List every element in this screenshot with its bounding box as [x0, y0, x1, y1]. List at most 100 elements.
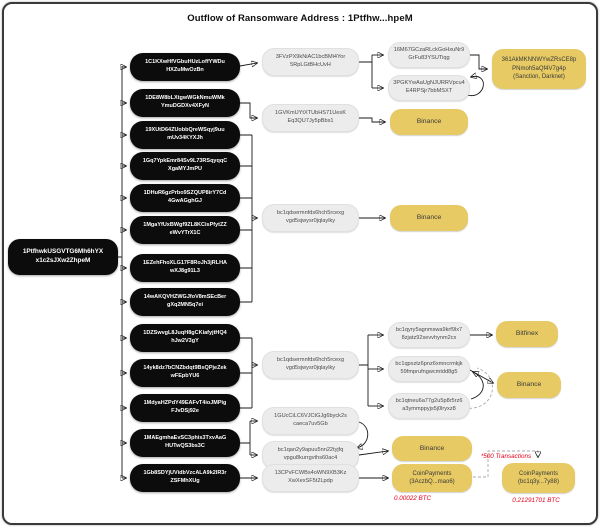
node-line: a3ymmppyjs5j0lryxz8 [402, 406, 456, 412]
node-line: 1C1KXwHfVGbuHUzLoffYWDu [145, 59, 225, 66]
node-line: PNmoh5aQf4V7g4p [512, 65, 566, 72]
edge-addr12-bracket [240, 421, 251, 455]
node-line: bc1qdsermnfds6hch5rcexg [276, 357, 345, 364]
node-line: bc1qtneu6a77g2u5p8r5rz6 [395, 398, 463, 405]
node-line: 1DE8W8bLXtgwWGkNmuWMk [145, 95, 225, 102]
node-line: 14wAKQVHZWGJfoV8mSEcBer [143, 294, 227, 301]
node-line: 1Gb8SDYjUVidbVzcALA9k2lR3r [143, 470, 227, 477]
node-line: ZSFMhXUg [170, 478, 200, 484]
node-line: caeca7uv5Gb [293, 421, 328, 427]
edge-root-trunk [116, 66, 123, 478]
node-line: 14yk8dz7bCNZbdqt9BsQPjeZek [143, 365, 227, 372]
node-dest-bitfinex[interactable]: Bitfinex [496, 321, 558, 347]
node-line: Binance [419, 444, 445, 452]
node-line: eWvYTrX1C [169, 230, 201, 236]
edge-3pgky-16m67-curve [466, 76, 484, 96]
node-dest-coinpayments-2[interactable]: CoinPayments (bc1q3y...7y88) [502, 463, 575, 493]
node-line: FJvDSj92e [171, 408, 199, 414]
edge-bus-b [240, 337, 253, 409]
node-line: x1c2sJXw2ZhpeM [35, 257, 91, 264]
node-line: 1GVKmUYtXTUbHS71UesK [275, 110, 346, 117]
node-line: (3AczbQ...mao6) [409, 479, 455, 485]
node-line: CoinPayments [412, 470, 452, 477]
edge-addr2-1gvkm [240, 102, 257, 118]
node-line: 3PGKYwAaUgNJURRVpcu4 [393, 80, 465, 87]
edge-addr1-3fvzp [239, 63, 257, 66]
node-line: 1EZehFhoXLG17F8RoJh3jRLHA [142, 260, 228, 267]
node-line: (Sanction, Darknet) [513, 74, 565, 81]
edge-qan2y-binance4 [358, 451, 388, 456]
node-line: GrFu83YSUTiqg [408, 55, 450, 61]
node-line: 59fmprufngwcmtdd8g5 [400, 369, 458, 375]
label-btc-amount-1: 0.00022 BTC [393, 495, 432, 502]
node-line: 1MgaYfUxBWgf9ZL8KCisPfytZZ [143, 222, 227, 229]
node-dest-binance-3[interactable]: Binance [497, 372, 561, 398]
node-line: 8zjatz92sevvhynm2cx [401, 335, 457, 341]
label-tx-count: *500 Transactions [480, 453, 532, 460]
node-line: 361AkMKNNWYwZRsCE8p [501, 57, 577, 64]
node-line: YmuDGDXv4XFyN [161, 103, 209, 109]
node-line: XwXexSF5t2Lpdp [288, 478, 333, 484]
node-line: E4RPSjr7bbMSXT [405, 88, 453, 94]
node-line: Binance [516, 381, 542, 389]
node-dest-coinpayments-1[interactable]: CoinPayments (3AczbQ...mao6) [392, 464, 472, 492]
node-line: hJw2V3gY [171, 338, 199, 344]
edge-bus-a [240, 134, 253, 303]
node-line: 13CPvFCWBs4oWN9XB3Kz [274, 470, 347, 477]
node-dest-binance-2[interactable]: Binance [390, 205, 468, 231]
node-line: 1Gq7YpkEmr84Sv9L73RSqyqqC [142, 158, 228, 165]
node-line: 1MAEgmhaEvSC3phis3TxvAaG [143, 435, 227, 442]
node-line: 4GwAGghGJ [168, 198, 202, 204]
node-line: vgd5sjwysr0jqlaylky [285, 218, 336, 224]
node-line: (bc1q3y...7y88) [518, 479, 559, 485]
node-line: 3FVzPX9kNiAC1bcBMi4Yor [275, 54, 346, 61]
node-line: 19XUtD64ZUobbQreWSqyj9uu [145, 127, 225, 134]
node-line: Binance [416, 214, 442, 222]
node-line: 1DHuR6gzPrbo9SZQUP8irY7Cd [143, 190, 227, 197]
edge-3fvzp-fan [359, 55, 373, 88]
node-dest-binance-1[interactable]: Binance [390, 109, 468, 135]
node-dest-binance-4[interactable]: Binance [392, 436, 472, 461]
label-btc-amount-2: 0.21291701 BTC [512, 497, 560, 504]
node-line: bc1qdsermnfds6hch5rcexg [276, 210, 345, 217]
node-line: XgaMYJmPU [168, 166, 202, 172]
node-line: 1DZSwvgL8JuqH8gCKiafyjtHQ4 [143, 330, 227, 337]
node-line: 1PtfhwkUSGVTG6Mh6hYX [22, 248, 104, 256]
edge-qdserm2-fan [359, 335, 369, 406]
node-line: vpgu8kurrgvths60ac4 [283, 455, 338, 461]
edge-qtneu-qpxztz-curve [470, 372, 484, 400]
node-line: bc1qan2y9apuu5nn22tyjfq [277, 447, 344, 454]
node-line: CoinPayments [518, 470, 559, 477]
edge-1gucc-qan2y-curve [357, 421, 369, 448]
node-line: wFEpbYU6 [170, 373, 200, 379]
edge-coinpayments1-coinpayments2-dashed [473, 450, 538, 478]
node-line: 16M67GCzaRLckGoHxuNr9 [393, 47, 465, 54]
node-line: Binance [416, 118, 442, 126]
